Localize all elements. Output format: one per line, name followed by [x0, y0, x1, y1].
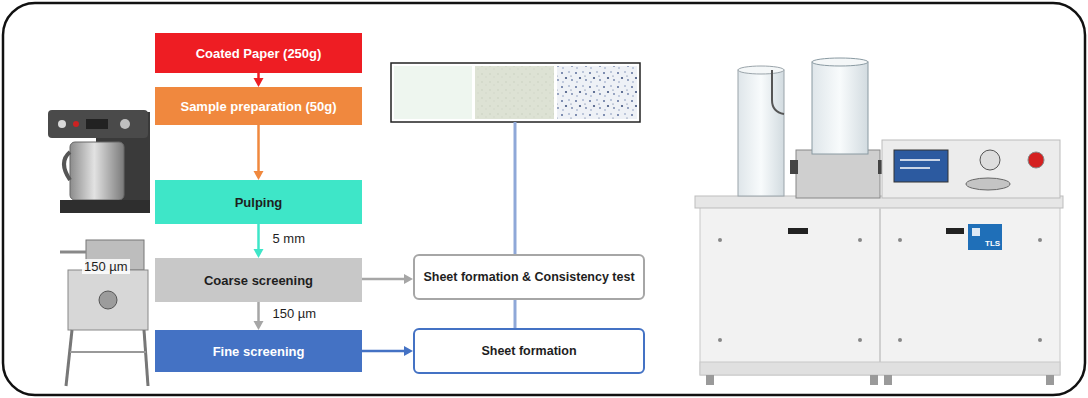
pulper-machine [48, 110, 150, 213]
arrow-line [257, 224, 260, 250]
output-box: Sheet formation & Consistency test [413, 254, 645, 300]
sheet-samples [391, 63, 640, 122]
box-text: Pulping [235, 195, 283, 210]
edge-label: 5 mm [271, 231, 308, 246]
arrow-line [362, 278, 405, 281]
outer-frame [3, 3, 1085, 395]
arrow-head [254, 321, 264, 330]
arrow-head [404, 274, 413, 284]
arrow-head [254, 78, 264, 87]
box-text: Fine screening [213, 344, 305, 359]
flow-arrow [362, 346, 413, 356]
arrow-head [254, 249, 264, 258]
flow-arrow [254, 302, 264, 330]
process-box: Pulping [155, 180, 362, 224]
mesh-size-label: 150 µm [82, 259, 130, 274]
arrow-head [254, 171, 264, 180]
box-text: Sheet formation & Consistency test [423, 270, 634, 284]
sheet-former-machine [695, 58, 1063, 385]
box-text: Coated Paper (250g) [196, 46, 322, 61]
input-box: Coated Paper (250g) [155, 33, 362, 73]
box-text: Sample preparation (50g) [180, 99, 336, 114]
screening-machine [60, 240, 148, 386]
edge-label: 150 µm [271, 306, 319, 321]
process-box: Sample preparation (50g) [155, 87, 362, 125]
output-box: Sheet formation [413, 328, 645, 374]
box-text: Sheet formation [481, 344, 576, 358]
arrow-head [404, 346, 413, 356]
flow-arrow [254, 224, 264, 258]
arrow-line [362, 350, 405, 353]
arrow-line [257, 302, 260, 322]
flow-arrow [362, 274, 413, 284]
flow-arrow [254, 73, 264, 87]
process-box: Fine screening [155, 330, 362, 372]
flow-arrow [254, 125, 264, 180]
brand-logo-text: TLS [983, 239, 1002, 248]
process-box: Coarse screening [155, 258, 362, 302]
arrow-line [257, 125, 260, 172]
box-text: Coarse screening [204, 273, 313, 288]
